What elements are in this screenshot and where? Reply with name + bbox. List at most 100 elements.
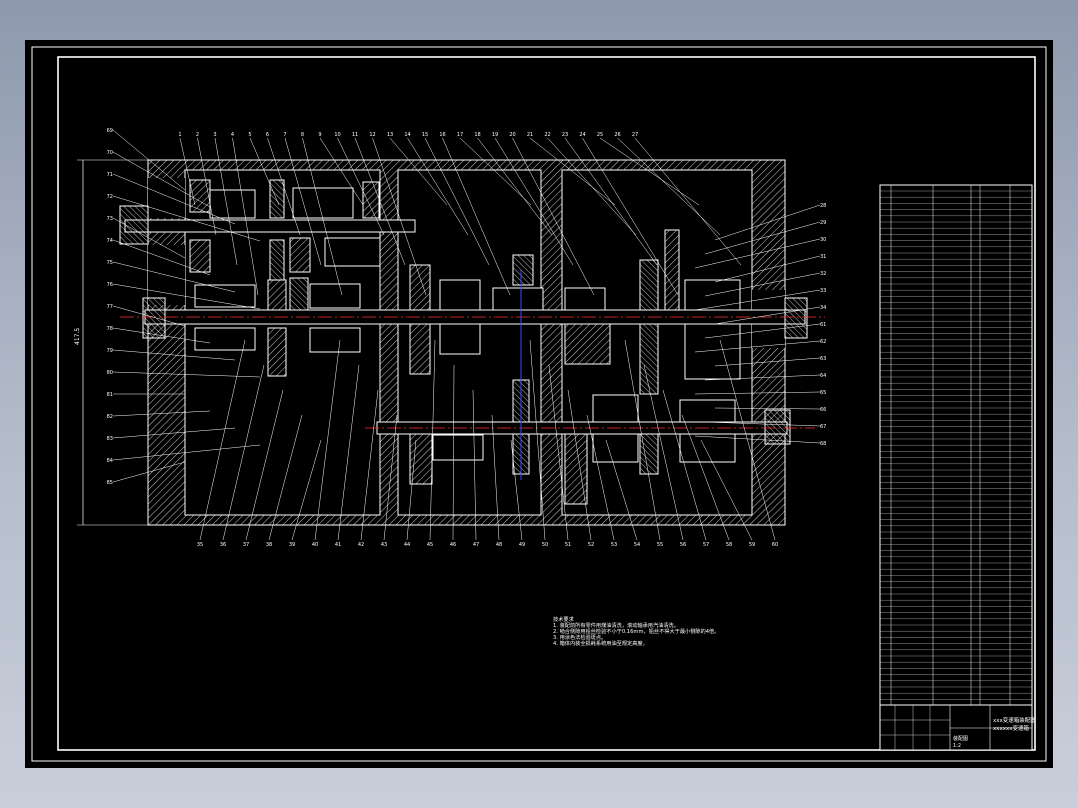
leader-line bbox=[284, 137, 322, 266]
part-callout: 37 bbox=[243, 542, 249, 548]
leader-line bbox=[222, 364, 265, 541]
part-callout: 78 bbox=[107, 326, 113, 332]
leader-line bbox=[694, 435, 821, 444]
leader-line bbox=[704, 323, 821, 339]
leader-line bbox=[719, 339, 776, 541]
part-callout: 35 bbox=[197, 542, 203, 548]
leader-line bbox=[704, 272, 821, 297]
part-callout: 22 bbox=[544, 132, 550, 138]
part-callout: 42 bbox=[358, 542, 364, 548]
part-callout: 20 bbox=[509, 132, 515, 138]
part-callout: 44 bbox=[404, 542, 410, 548]
part-callout: 3 bbox=[213, 132, 216, 138]
notes-line: 3. 用涂色法检验斑点。 bbox=[553, 633, 606, 641]
part-callout: 79 bbox=[107, 348, 113, 354]
leader-line bbox=[232, 137, 259, 296]
leader-line bbox=[529, 339, 546, 541]
leader-line bbox=[112, 261, 236, 293]
leader-line bbox=[424, 137, 490, 266]
part-callout: 57 bbox=[703, 542, 709, 548]
part-callout: 32 bbox=[820, 271, 826, 277]
leader-line bbox=[681, 414, 730, 541]
title-block-line: 装配图 bbox=[953, 735, 968, 742]
leader-line bbox=[617, 137, 721, 236]
part-callout: 40 bbox=[312, 542, 318, 548]
leader-line bbox=[714, 357, 821, 367]
part-callout: 72 bbox=[107, 194, 113, 200]
leader-line bbox=[704, 421, 821, 427]
leader-line bbox=[302, 137, 343, 296]
leader-line bbox=[112, 410, 211, 417]
part-callout: 38 bbox=[266, 542, 272, 548]
part-callout: 2 bbox=[196, 132, 199, 138]
leader-line bbox=[112, 327, 211, 344]
leader-line bbox=[372, 137, 427, 296]
part-callout: 13 bbox=[387, 132, 393, 138]
part-callout: 41 bbox=[335, 542, 341, 548]
part-callout: 14 bbox=[404, 132, 410, 138]
part-callout: 47 bbox=[473, 542, 479, 548]
part-callout: 9 bbox=[318, 132, 321, 138]
leader-line bbox=[704, 221, 821, 255]
part-callout: 43 bbox=[381, 542, 387, 548]
leader-line bbox=[429, 339, 436, 541]
part-callout: 53 bbox=[611, 542, 617, 548]
part-callout: 16 bbox=[439, 132, 445, 138]
leader-line bbox=[599, 137, 700, 206]
leader-line bbox=[472, 389, 477, 541]
leader-line bbox=[714, 407, 821, 410]
drawing-title: xxx变速箱装配图 bbox=[993, 716, 1036, 724]
part-callout: 82 bbox=[107, 414, 113, 420]
part-callout: 11 bbox=[352, 132, 358, 138]
leader-line bbox=[407, 137, 469, 236]
part-callout: 4 bbox=[231, 132, 234, 138]
leader-line bbox=[452, 364, 455, 541]
part-callout: 28 bbox=[820, 203, 826, 209]
part-callout: 27 bbox=[632, 132, 638, 138]
leader-line bbox=[548, 364, 569, 541]
leader-line bbox=[714, 306, 821, 325]
part-callout: 45 bbox=[427, 542, 433, 548]
title-block: xxx变速箱装配图 xxxxxx变速箱 装配图 1:2 bbox=[879, 704, 1036, 751]
leader-line bbox=[197, 137, 217, 236]
technical-notes: 技术要求 1. 装配前所有零件用煤油清洗，滚动轴承用汽油清洗。 2. 啮合侧隙用… bbox=[553, 615, 719, 647]
leader-line bbox=[714, 204, 821, 241]
part-callout: 81 bbox=[107, 392, 113, 398]
leader-line bbox=[112, 444, 261, 461]
part-callout: 50 bbox=[542, 542, 548, 548]
part-callout: 74 bbox=[107, 238, 113, 244]
part-callout: 36 bbox=[220, 542, 226, 548]
part-callout: 58 bbox=[726, 542, 732, 548]
leader-line bbox=[112, 427, 236, 439]
part-callout: 65 bbox=[820, 390, 826, 396]
part-callout: 59 bbox=[749, 542, 755, 548]
part-callout: 24 bbox=[579, 132, 585, 138]
leader-line bbox=[112, 349, 236, 361]
part-callout: 18 bbox=[474, 132, 480, 138]
leader-line bbox=[700, 439, 753, 541]
part-callout: 77 bbox=[107, 304, 113, 310]
leader-line bbox=[319, 137, 364, 206]
part-callout: 10 bbox=[334, 132, 340, 138]
notes-line: 4. 箱体内装全损耗系统用油至规定高度。 bbox=[553, 639, 648, 647]
part-callout: 71 bbox=[107, 172, 113, 178]
leader-line bbox=[547, 137, 637, 236]
leader-line bbox=[112, 239, 211, 276]
leader-line bbox=[112, 461, 186, 483]
part-callout: 5 bbox=[248, 132, 251, 138]
main-shaft bbox=[120, 229, 825, 395]
part-callout: 48 bbox=[496, 542, 502, 548]
leader-line bbox=[268, 414, 303, 541]
leader-line bbox=[112, 195, 261, 242]
part-callout: 66 bbox=[820, 407, 826, 413]
part-callout: 49 bbox=[519, 542, 525, 548]
overall-height-dimension: 417.5 bbox=[74, 328, 81, 345]
leader-line bbox=[643, 364, 684, 541]
leader-line bbox=[112, 283, 261, 310]
part-callout: 67 bbox=[820, 424, 826, 430]
part-callout: 54 bbox=[634, 542, 640, 548]
part-callout: 46 bbox=[450, 542, 456, 548]
